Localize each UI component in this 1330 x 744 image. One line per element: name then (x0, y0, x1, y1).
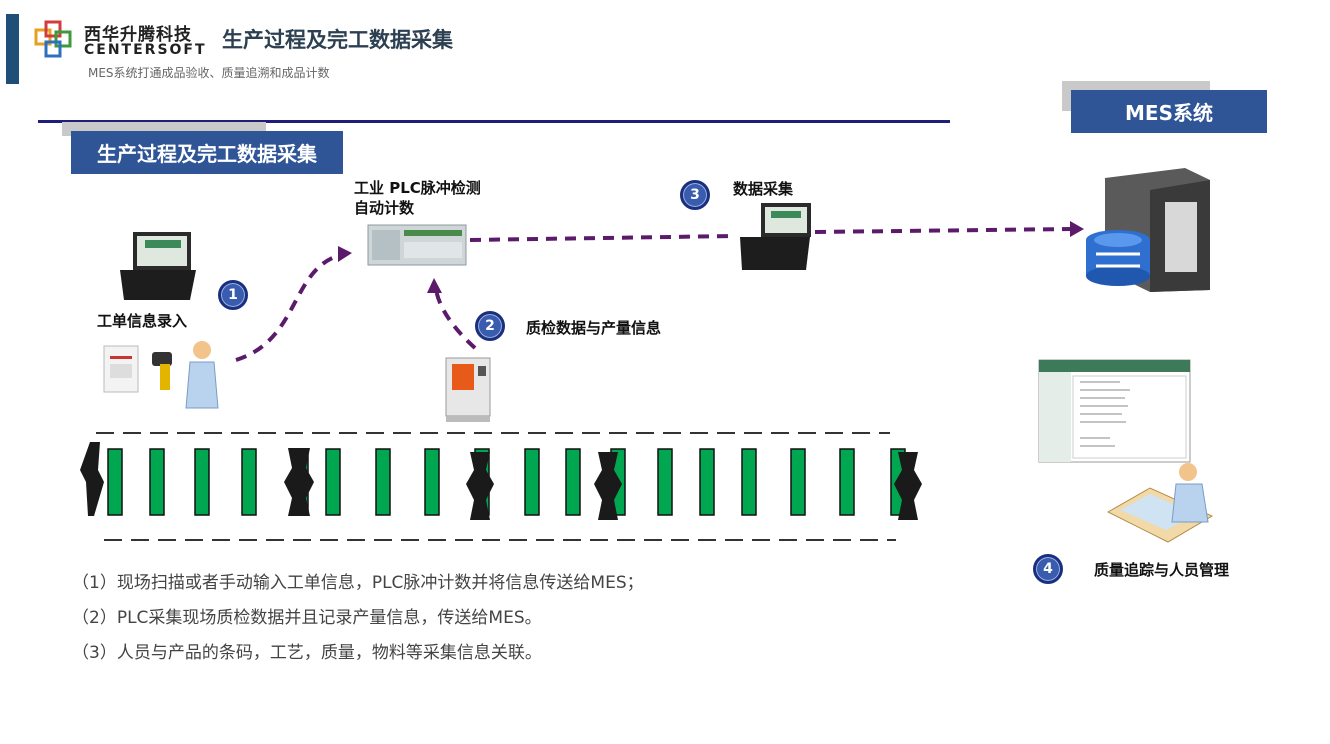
engineer-desk-icon (1106, 463, 1214, 543)
description-line-1: （1）现场扫描或者手动输入工单信息，PLC脉冲计数并将信息传送给MES； (72, 573, 644, 593)
product-parts (80, 442, 922, 520)
qc-data-label: 质检数据与产量信息 (526, 319, 662, 337)
arrow-collector-to-mes (814, 227, 1073, 234)
mes-system-box: MES系统 (1071, 90, 1267, 133)
step-badge-3: 3 (680, 180, 710, 210)
arrowhead-plc-bottom (427, 278, 442, 293)
quality-test-chamber-icon (445, 357, 491, 422)
plc-device-icon (367, 224, 467, 266)
description-line-2: （2）PLC采集现场质检数据并且记录产量信息，传送给MES。 (72, 608, 542, 628)
workstation-laptop-icon (120, 232, 196, 300)
barcode-scanner-icon (152, 352, 172, 390)
worker-person-icon (185, 341, 219, 409)
page-title: 生产过程及完工数据采集 (222, 28, 453, 52)
step-badge-1: 1 (218, 280, 248, 310)
data-collection-label: 数据采集 (733, 180, 794, 198)
quality-trace-label: 质量追踪与人员管理 (1094, 561, 1230, 579)
title-divider (38, 120, 950, 123)
mes-software-screen-icon (1038, 359, 1191, 463)
mes-server-icon (1086, 168, 1210, 292)
page-subtitle: MES系统打通成品验收、质量追溯和成品计数 (88, 66, 330, 80)
section-title-box: 生产过程及完工数据采集 (71, 131, 343, 174)
brand-name-en: CENTERSOFT (84, 42, 207, 58)
arrow-qc-to-plc (434, 289, 477, 350)
company-logo-icon (34, 20, 72, 58)
description-line-3: （3）人员与产品的条码，工艺，质量，物料等采集信息关联。 (72, 643, 542, 663)
work-order-document-icon (103, 345, 139, 393)
arrow-plc-to-collector (469, 234, 736, 242)
arrow-order-to-plc (235, 253, 341, 362)
step-badge-4: 4 (1033, 554, 1063, 584)
work-order-label: 工单信息录入 (97, 312, 188, 330)
step-badge-2: 2 (475, 311, 505, 341)
brand-name-cn: 西华升腾科技 (84, 25, 192, 45)
conveyor-pallets (107, 448, 906, 516)
data-collector-laptop-icon (740, 203, 811, 270)
plc-label: 工业 PLC脉冲检测自动计数 (354, 179, 481, 217)
arrowhead-mes (1070, 221, 1084, 237)
arrowhead-plc-left (338, 246, 352, 262)
slide-accent-bar (6, 14, 19, 84)
